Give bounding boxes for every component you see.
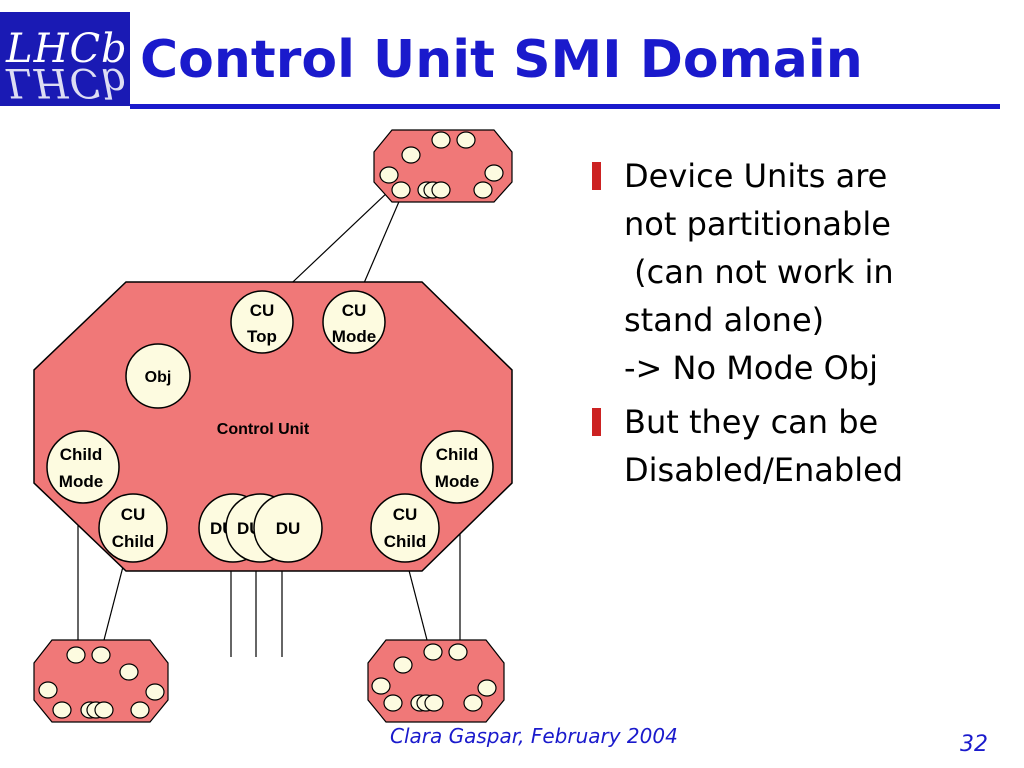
svg-text:Child: Child	[112, 532, 155, 551]
svg-text:Mode: Mode	[435, 472, 479, 491]
svg-text:Mode: Mode	[59, 472, 103, 491]
svg-text:Top: Top	[247, 327, 277, 346]
control-unit-label: Control Unit	[217, 421, 310, 438]
svg-text:CU: CU	[342, 301, 367, 320]
bullet-item-2: But they can be Disabled/Enabled	[590, 398, 1010, 494]
svg-text:Child: Child	[384, 532, 427, 551]
link-cu-top-to-parent	[276, 189, 391, 298]
bullet-list: Device Units are not partitionable (can …	[590, 152, 1010, 500]
link-cu-mode-to-parent	[357, 189, 405, 298]
child-mode-left-node: Child Mode	[46, 430, 120, 504]
cu-mode-node: CU Mode	[322, 290, 386, 354]
obj-node: Obj	[125, 343, 191, 409]
svg-text:CU: CU	[250, 301, 275, 320]
bullet-line: not partitionable	[624, 205, 891, 243]
svg-text:DU: DU	[276, 519, 301, 538]
du-node-front: DU	[253, 493, 323, 563]
bullet-marker	[592, 162, 601, 190]
svg-text:Mode: Mode	[332, 327, 376, 346]
bullet-line: Disabled/Enabled	[624, 451, 904, 489]
page-number: 32	[960, 732, 988, 757]
child-mode-right-node: Child Mode	[420, 430, 494, 504]
parent-domain	[373, 129, 513, 203]
child-domain-left	[33, 639, 169, 723]
bullet-line: -> No Mode Obj	[624, 349, 878, 387]
footer-author-date: Clara Gaspar, February 2004	[390, 724, 678, 748]
bullet-line: But they can be	[624, 403, 879, 441]
bullet-line: (can not work in	[624, 253, 894, 291]
svg-text:CU: CU	[393, 505, 418, 524]
cu-child-right-node: CU Child	[370, 493, 440, 563]
bullet-marker	[592, 408, 601, 436]
cu-top-node: CU Top	[230, 290, 294, 354]
logo-text: LHCb	[6, 26, 128, 72]
svg-text:Child: Child	[60, 445, 103, 464]
link-left-cu-child	[103, 554, 127, 641]
slide-title: Control Unit SMI Domain	[140, 30, 863, 90]
bullet-line: Device Units are	[624, 157, 888, 195]
svg-text:Child: Child	[436, 445, 479, 464]
cu-child-left-node: CU Child	[98, 493, 168, 563]
bullet-line: stand alone)	[624, 301, 825, 339]
svg-text:CU: CU	[121, 505, 146, 524]
child-domain-right	[367, 639, 505, 723]
bullet-item-1: Device Units are not partitionable (can …	[590, 152, 1010, 392]
svg-text:Obj: Obj	[145, 369, 172, 386]
title-underline	[130, 104, 1000, 109]
lhcb-logo: LHCb LHCb	[0, 12, 130, 106]
